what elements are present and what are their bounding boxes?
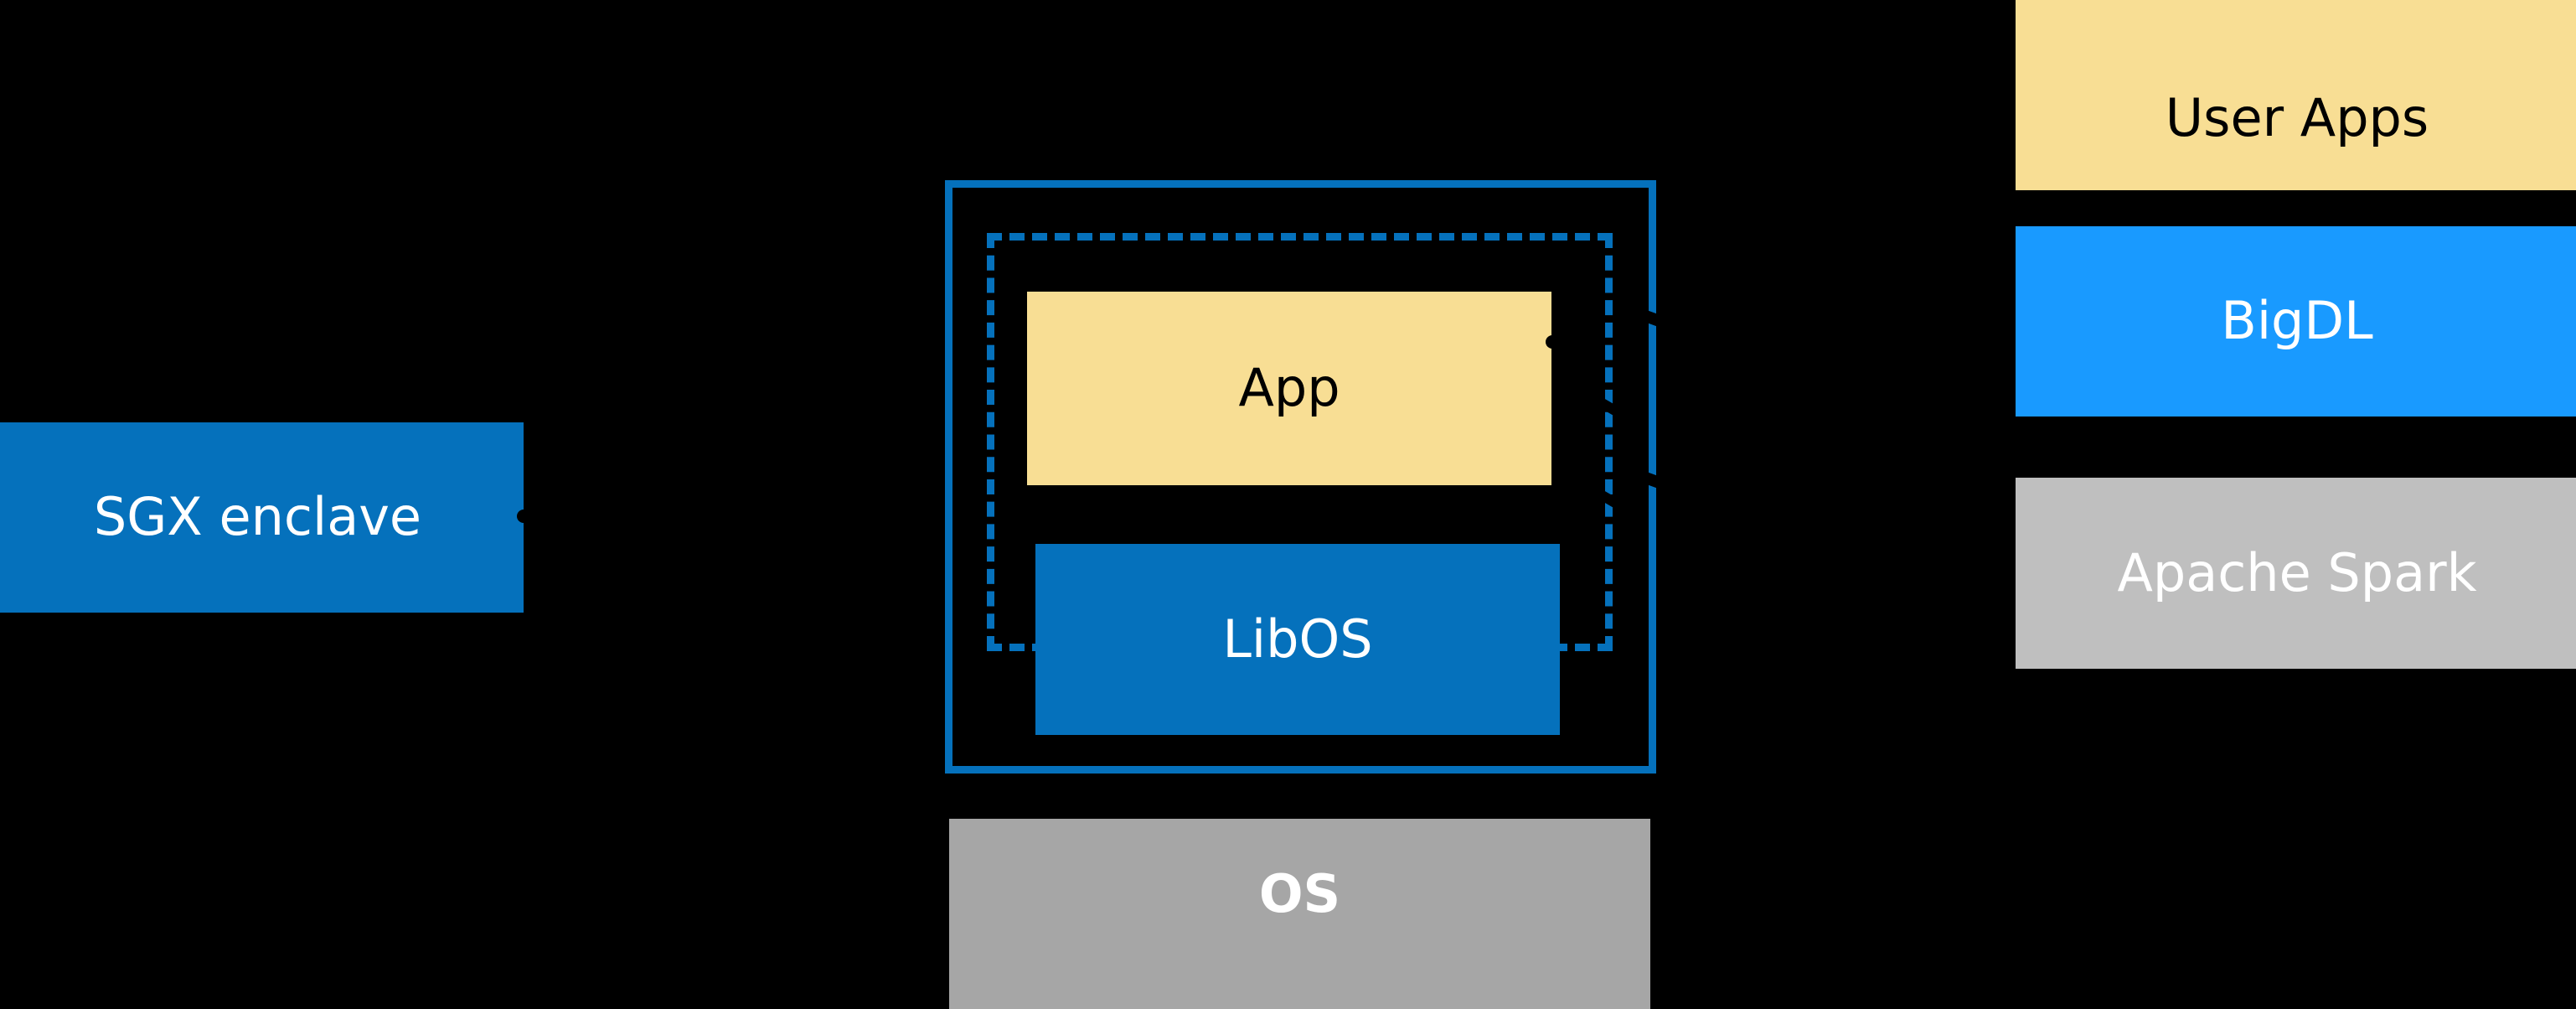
bigdl-label: BigDL [2221,290,2373,352]
app-label: App [1238,357,1340,419]
apache-spark-label: Apache Spark [2117,541,2477,603]
sgx-enclave-box[interactable]: SGX enclave [0,422,524,613]
app-connector-endpoint-dot [1546,335,1559,349]
sgx-connector-endpoint-dot [517,510,530,523]
apache-spark-box[interactable]: Apache Spark [2016,478,2576,669]
bigdl-box[interactable]: BigDL [2016,226,2576,417]
os-box[interactable]: OS [949,819,1650,1009]
app-box[interactable]: App [1027,292,1551,485]
libos-box[interactable]: LibOS [1035,544,1560,735]
libos-label: LibOS [1222,608,1373,670]
os-label: OS [1258,863,1341,924]
user-apps-label: User Apps [2165,86,2429,148]
user-apps-box[interactable]: User Apps [2016,0,2576,190]
sgx-enclave-label: SGX enclave [93,486,422,548]
